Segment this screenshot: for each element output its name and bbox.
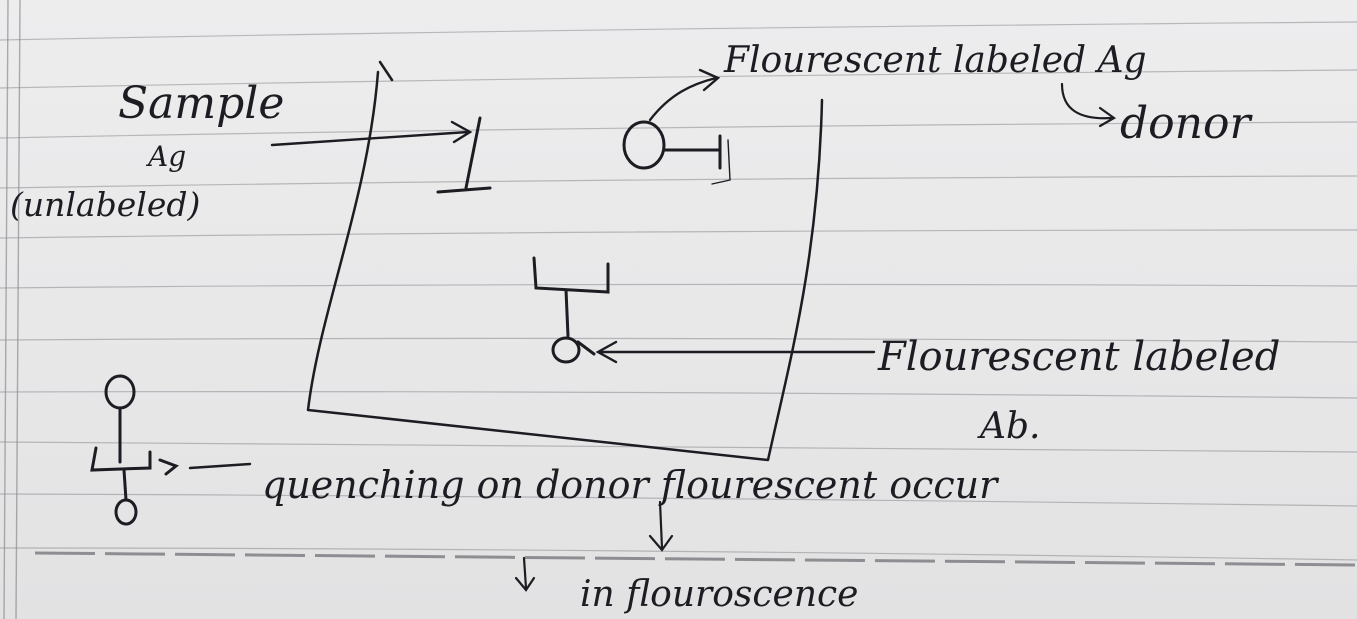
fluorescent-ab-shape xyxy=(532,256,610,364)
sample-label: Sample xyxy=(118,78,284,129)
fluor-ag-pointer xyxy=(648,68,721,122)
quenching-label: quenching on donor flourescent occur xyxy=(262,463,1000,507)
fluorescent-ab-label: Flourescent labeled xyxy=(877,334,1280,380)
fluorescent-ag-label: Flourescent labeled Ag xyxy=(723,40,1147,81)
sample-arrow xyxy=(270,120,473,147)
quenching-complex-shape xyxy=(90,374,179,526)
dashed-bottom-line xyxy=(34,551,1357,567)
donor-label: donor xyxy=(1120,98,1253,149)
fluorescent-ag-shape xyxy=(622,120,731,185)
down-arrow-1 xyxy=(648,500,674,552)
ab-label: Ab. xyxy=(977,406,1041,447)
decrease-label: in flouroscence xyxy=(580,574,859,615)
unlabeled-ag-shape xyxy=(436,116,492,194)
well-box xyxy=(306,60,824,462)
fluor-ab-pointer xyxy=(595,340,876,364)
unlabeled-label: (unlabeled) xyxy=(10,185,200,224)
margin-lines xyxy=(3,0,21,619)
donor-hook xyxy=(1060,82,1117,128)
sample-ag-label: Ag xyxy=(145,140,186,173)
down-arrow-2 xyxy=(514,556,536,592)
quench-arrow xyxy=(188,462,252,470)
